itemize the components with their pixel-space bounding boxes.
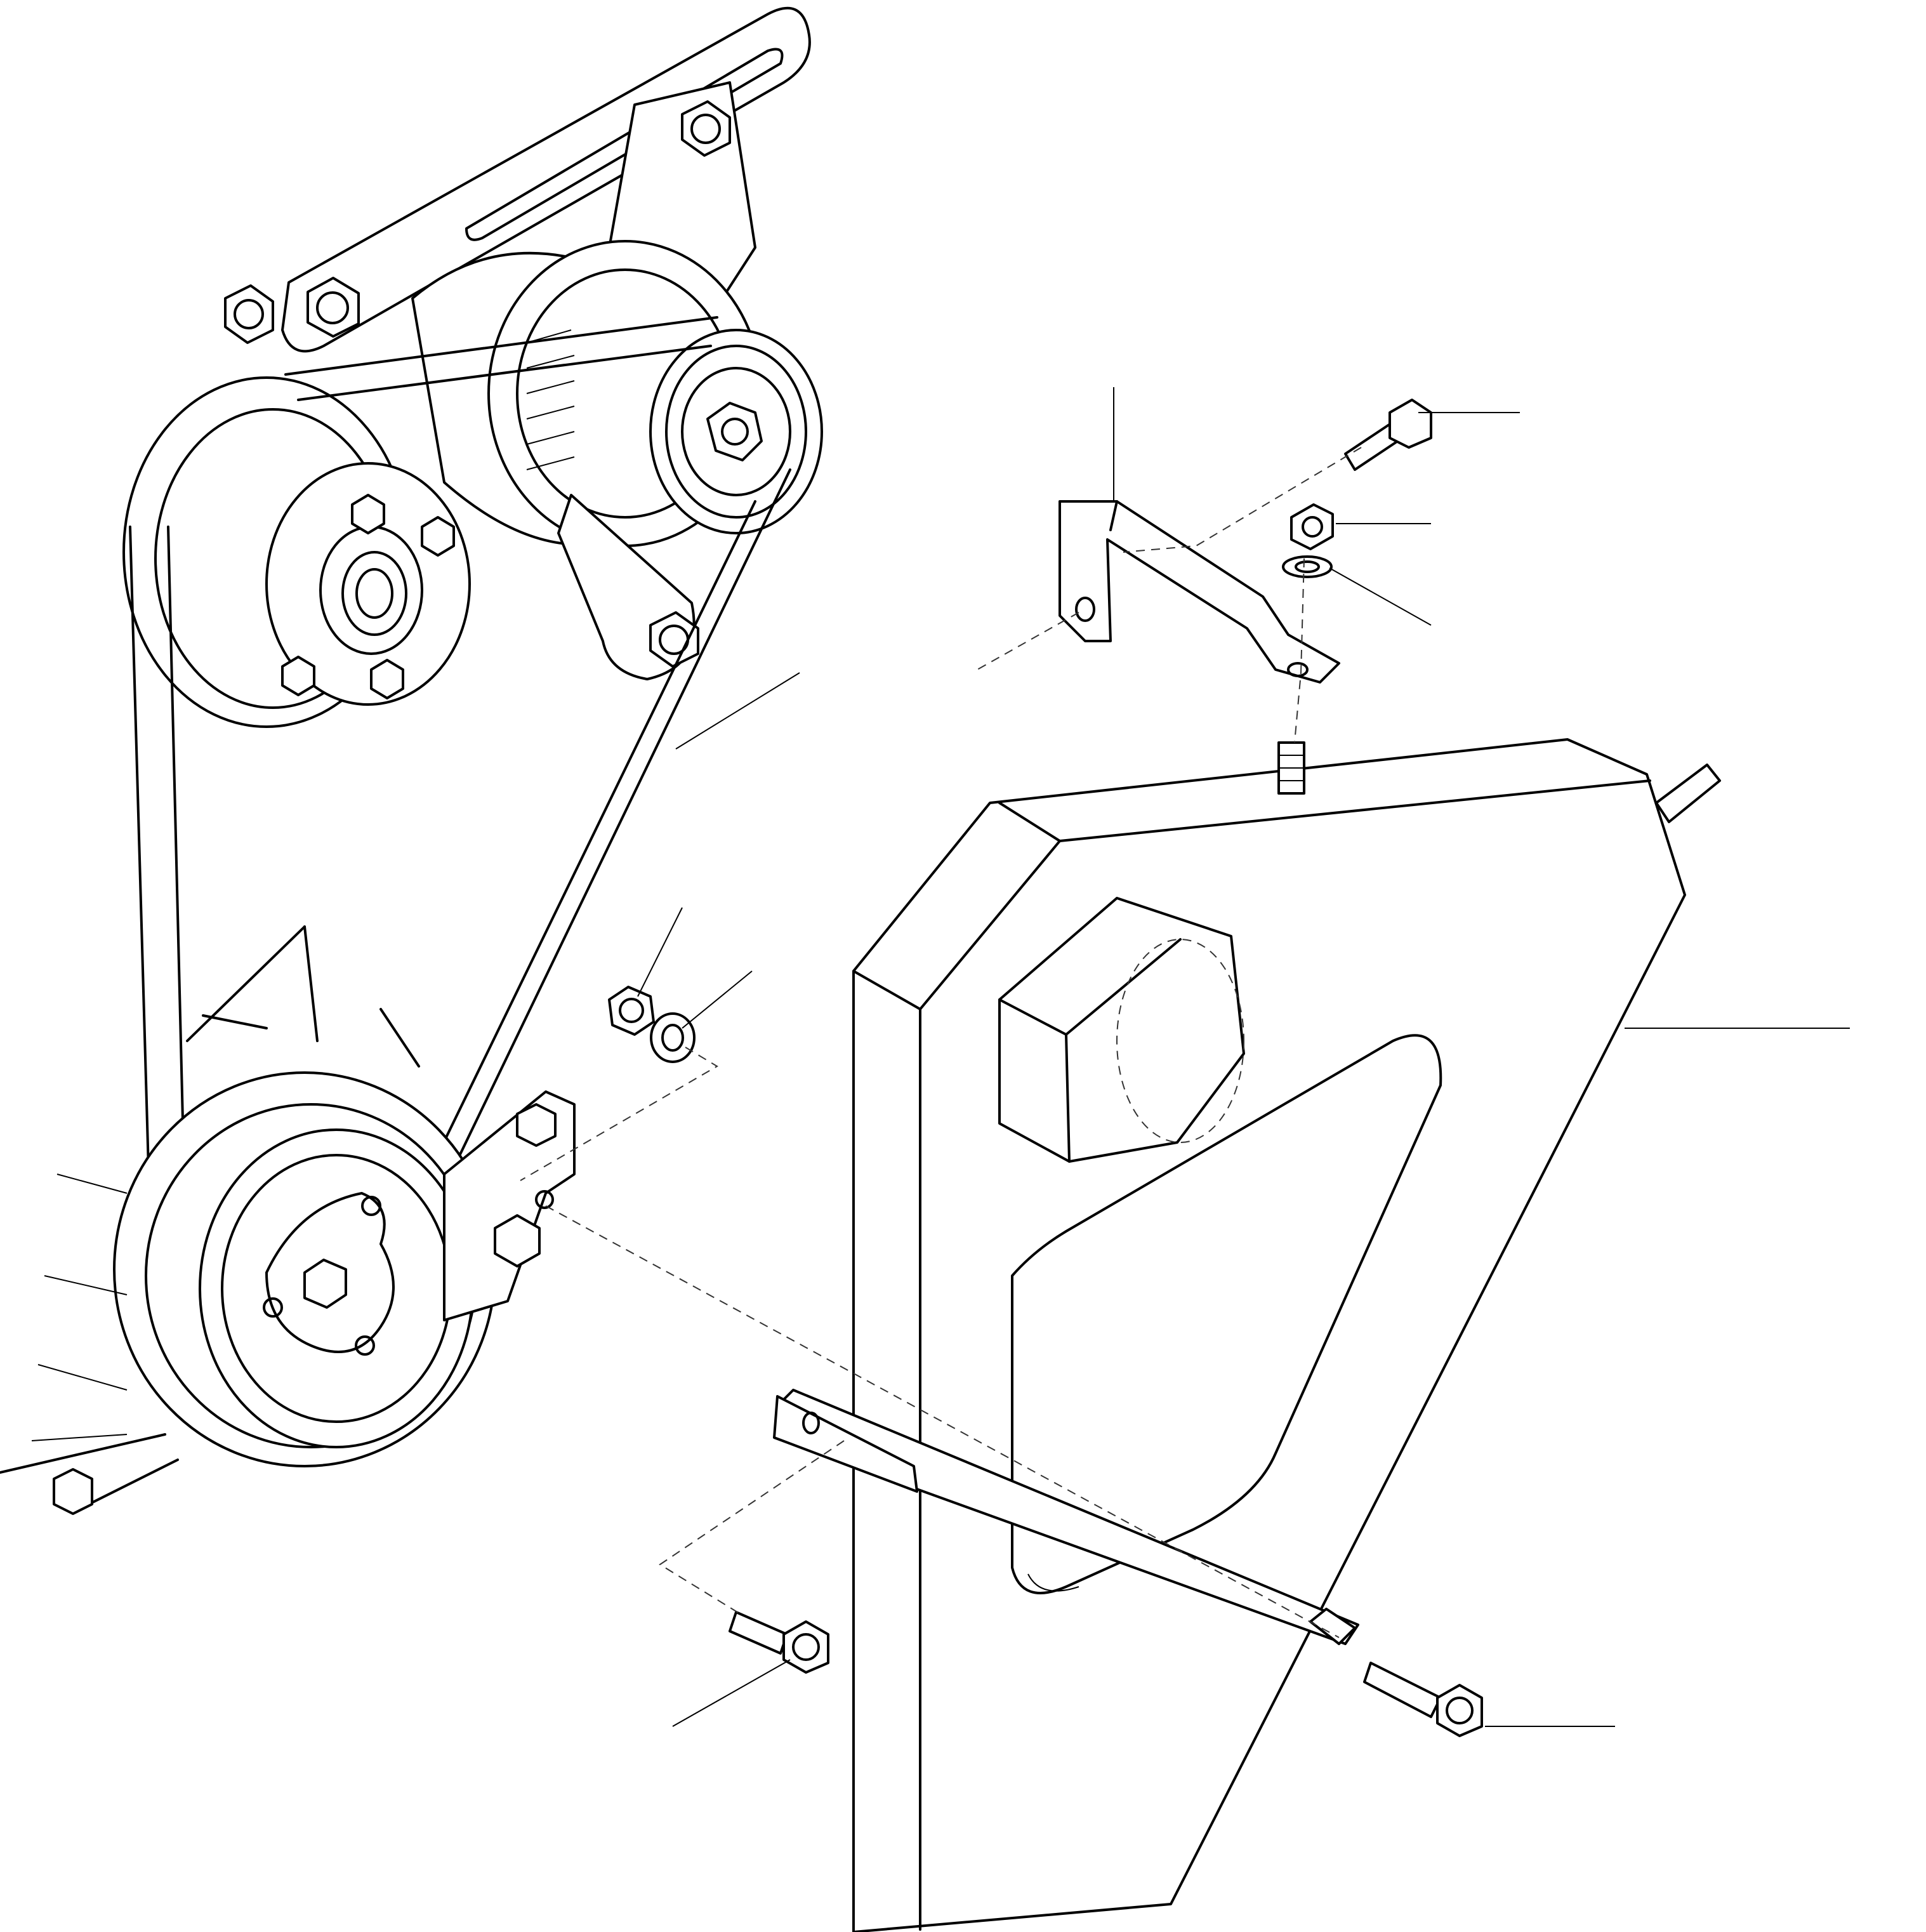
lower-left-bolt <box>729 1611 829 1674</box>
hub-stud <box>281 494 455 699</box>
loose-washer <box>650 1012 696 1063</box>
loose-nut <box>608 986 655 1036</box>
upper-nut <box>1290 503 1334 550</box>
upper-pulley <box>122 376 471 728</box>
alternator-lower-bolt <box>649 611 699 668</box>
upper-bolt <box>1344 399 1432 471</box>
crankshaft-pulley <box>0 925 496 1515</box>
alternator-upper-bolt <box>681 100 731 157</box>
upper-washer <box>1282 555 1333 578</box>
upper-support-bracket <box>1059 500 1340 684</box>
lower-engine-bracket <box>443 1090 576 1321</box>
lower-stay-rod <box>773 1389 1359 1645</box>
arm-bolt-left <box>224 284 274 344</box>
belt-guard <box>852 738 1721 1932</box>
belt-guard-stud <box>1277 741 1305 795</box>
arm-bolt-right <box>307 277 360 338</box>
callout-leaders <box>31 387 1850 1727</box>
assembly-lines <box>520 447 1362 1638</box>
belt-guard-side-stud <box>1655 764 1721 823</box>
lower-right-bolt <box>1363 1662 1483 1737</box>
alternator-pulley <box>649 329 823 534</box>
belt-guard-cap <box>998 897 1245 1163</box>
